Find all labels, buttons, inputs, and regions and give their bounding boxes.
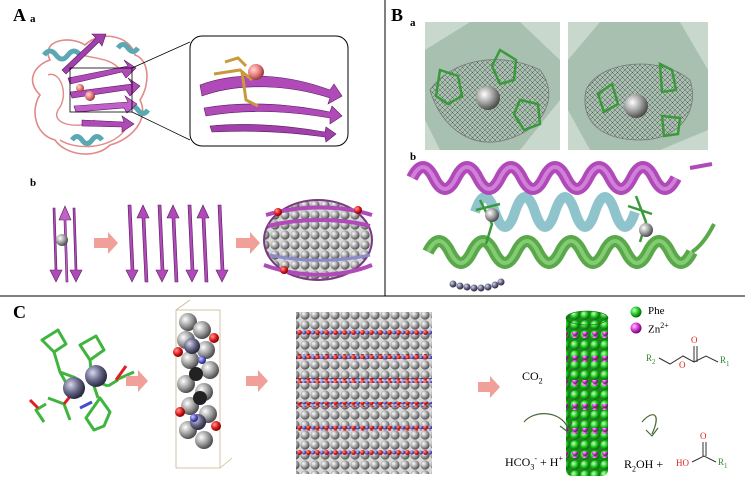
ester-r2-sub: 2 <box>652 357 656 366</box>
co2-text: CO <box>522 369 539 383</box>
panel-a-sub-b-label: b <box>30 177 37 189</box>
panel-a-strand-assembly <box>49 199 373 283</box>
panel-c-arrow-2 <box>246 370 268 392</box>
panel-c-unit-cell <box>173 299 233 469</box>
panel-c-label: C <box>13 302 26 322</box>
panel-c-arrow-1 <box>126 370 148 392</box>
panel-b-density-left <box>425 22 560 150</box>
r2oh-sub: 2 <box>632 464 637 474</box>
legend-zn-text: Zn <box>648 323 661 336</box>
ester-r1-sub: 1 <box>726 359 730 368</box>
r2oh-tail: OH + <box>636 457 664 471</box>
legend-zn-label: Zn2+ <box>648 322 669 336</box>
panel-c-arrow-3 <box>478 376 500 398</box>
panel-a-label: A <box>13 5 26 25</box>
hco3-sub: 3 <box>530 462 535 472</box>
ester-bridge-o: O <box>679 360 686 370</box>
ester-structure <box>658 346 719 365</box>
ester-r2-label: R2 <box>646 354 656 366</box>
hco3-sup: - <box>534 454 538 463</box>
panel-a-zoom-inset <box>189 35 349 147</box>
legend-zn-charge: 2+ <box>660 321 669 330</box>
panel-c-crystal-lattice <box>296 312 432 474</box>
ester-r1-text: R <box>720 355 727 365</box>
ester-r2-text: R <box>646 353 653 363</box>
r2oh-text: R <box>624 457 633 471</box>
panel-c-nanotube <box>565 310 609 476</box>
panel-b-sub-b-label: b <box>410 151 417 163</box>
acid-r1-text: R <box>718 457 725 467</box>
acid-carbonyl-o: O <box>700 431 707 441</box>
curved-arrow-right <box>641 414 659 437</box>
acid-r1-label: R1 <box>718 458 728 470</box>
co2-sub: 2 <box>538 376 543 386</box>
panel-b-sub-a-label: a <box>410 17 416 29</box>
acid-r1-sub: 1 <box>724 461 728 470</box>
hco3-tail: + H <box>537 455 559 469</box>
acid-ho-label: HO <box>676 458 689 468</box>
legend-phe-label: Phe <box>648 305 665 317</box>
co2-label: CO2 <box>522 370 543 385</box>
ester-r1-label: R1 <box>720 356 730 368</box>
hco3-text: HCO <box>505 455 531 469</box>
legend-zn-dot <box>630 322 642 334</box>
panel-c-coordination <box>28 328 135 432</box>
acid-structure <box>691 442 717 463</box>
bicarbonate-label: HCO3- + H+ <box>505 455 563 471</box>
legend-phe-dot <box>630 306 642 318</box>
proton-charge: + <box>558 454 563 463</box>
r2oh-label: R2OH + <box>624 458 663 473</box>
panel-b-density-right <box>568 22 708 150</box>
curved-arrow-left <box>523 413 573 433</box>
panel-b-label: B <box>391 5 404 25</box>
ester-carbonyl-o: O <box>691 335 698 345</box>
panel-b-helix-bundle <box>406 161 716 292</box>
panel-a-protein-cartoon <box>31 33 191 155</box>
panel-a-sub-a-label: a <box>30 13 36 25</box>
